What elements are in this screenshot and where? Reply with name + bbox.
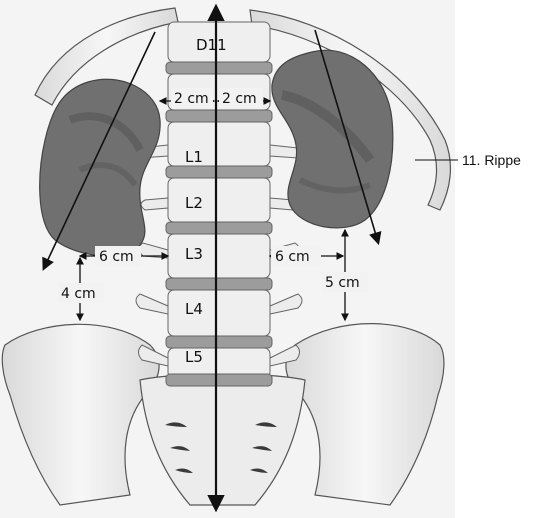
measure-label-right-2cm: 2 cm (222, 91, 257, 107)
left-kidney (40, 79, 160, 256)
vertebra-l4 (168, 290, 270, 336)
measure-label-right-6cm: 6 cm (275, 249, 310, 265)
vertebra-label-l3: L3 (185, 245, 203, 263)
vertebra-label-l5: L5 (185, 348, 203, 366)
rib-label: 11. Rippe (462, 152, 521, 168)
disc (166, 222, 272, 234)
vertebra-label-l4: L4 (185, 300, 203, 318)
vertebra-label-d11: D11 (196, 36, 227, 54)
measure-label-left-2cm: 2 cm (174, 91, 209, 107)
vertebra-l1 (168, 122, 270, 166)
disc (166, 62, 272, 74)
vertebra-l2 (168, 178, 270, 222)
vertebra-label-l1: L1 (185, 148, 203, 166)
measure-label-left-6cm: 6 cm (99, 249, 134, 265)
disc (166, 278, 272, 290)
disc (166, 374, 272, 386)
vertebra-label-l2: L2 (185, 194, 203, 212)
measure-label-5cm: 5 cm (325, 275, 360, 291)
vertebra-l3 (168, 234, 270, 278)
disc (166, 336, 272, 348)
measure-label-4cm: 4 cm (61, 286, 96, 302)
disc (166, 166, 272, 178)
disc (166, 110, 272, 122)
